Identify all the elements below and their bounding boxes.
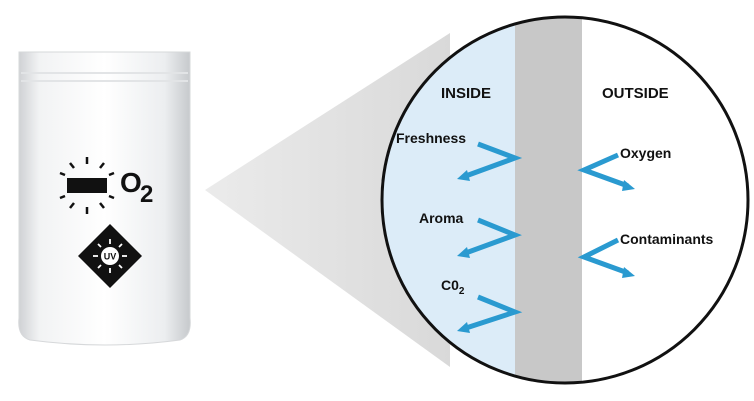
magnifier-outline [380, 15, 750, 385]
barrier-wall [515, 17, 582, 383]
co2-label-subscript: 2 [459, 286, 465, 297]
co2-arrow [457, 294, 523, 333]
pouch-zipper-line [21, 72, 188, 74]
contaminants-arrow [577, 237, 635, 278]
light-icon [59, 157, 115, 214]
pouch-zipper-line [21, 80, 188, 82]
outside-heading: OUTSIDE [602, 85, 669, 102]
magnification-cone [205, 33, 450, 367]
inside-heading: INSIDE [441, 85, 491, 102]
co2-label-main: C0 [441, 277, 459, 293]
freshness-arrow [457, 141, 523, 181]
oxygen-arrow [577, 152, 635, 191]
oxygen-label: Oxygen [620, 145, 671, 161]
oxygen-symbol-subscript: 2 [140, 181, 153, 208]
uv-label: UV [104, 252, 117, 262]
freshness-label: Freshness [396, 130, 466, 146]
co2-label: C02 [441, 277, 465, 297]
aroma-arrow [457, 217, 522, 258]
contaminants-label: Contaminants [620, 231, 714, 247]
uv-icon: UV [78, 224, 142, 288]
oxygen-symbol: O [120, 167, 142, 198]
pouch-body [18, 51, 191, 346]
aroma-label: Aroma [419, 210, 464, 226]
pouch: O 2 UV [18, 51, 191, 346]
